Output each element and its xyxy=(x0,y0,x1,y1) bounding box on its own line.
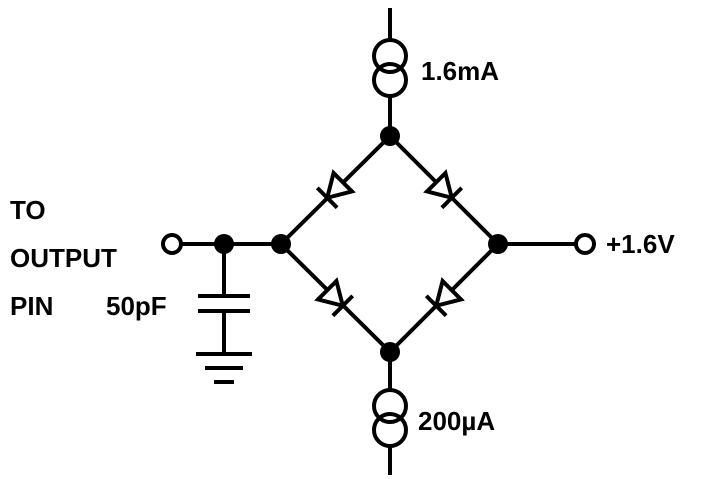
label-voltage: +1.6V xyxy=(606,229,675,259)
label-bottom-source: 200µA xyxy=(418,406,495,436)
label-top-source: 1.6mA xyxy=(421,56,499,86)
diode-upper-right xyxy=(423,169,464,210)
bottom-current-source-symbol xyxy=(372,388,408,448)
voltage-terminal xyxy=(574,233,596,255)
junction-top xyxy=(380,126,400,146)
top-current-source-symbol xyxy=(372,38,408,98)
ground-symbol xyxy=(196,352,252,384)
diode-lower-left xyxy=(314,277,355,318)
output-pin-terminal xyxy=(161,233,183,255)
label-output-line-3: PIN xyxy=(10,291,53,321)
junction-left xyxy=(271,234,291,254)
diode-upper-left xyxy=(315,169,356,210)
label-output-line-2: OUTPUT xyxy=(10,243,117,273)
junction-bottom xyxy=(380,342,400,362)
junction-right xyxy=(488,234,508,254)
label-capacitor: 50pF xyxy=(106,291,167,321)
diode-lower-right xyxy=(424,277,465,318)
label-output-line-1: TO xyxy=(10,195,46,225)
junction-capacitor xyxy=(214,234,234,254)
